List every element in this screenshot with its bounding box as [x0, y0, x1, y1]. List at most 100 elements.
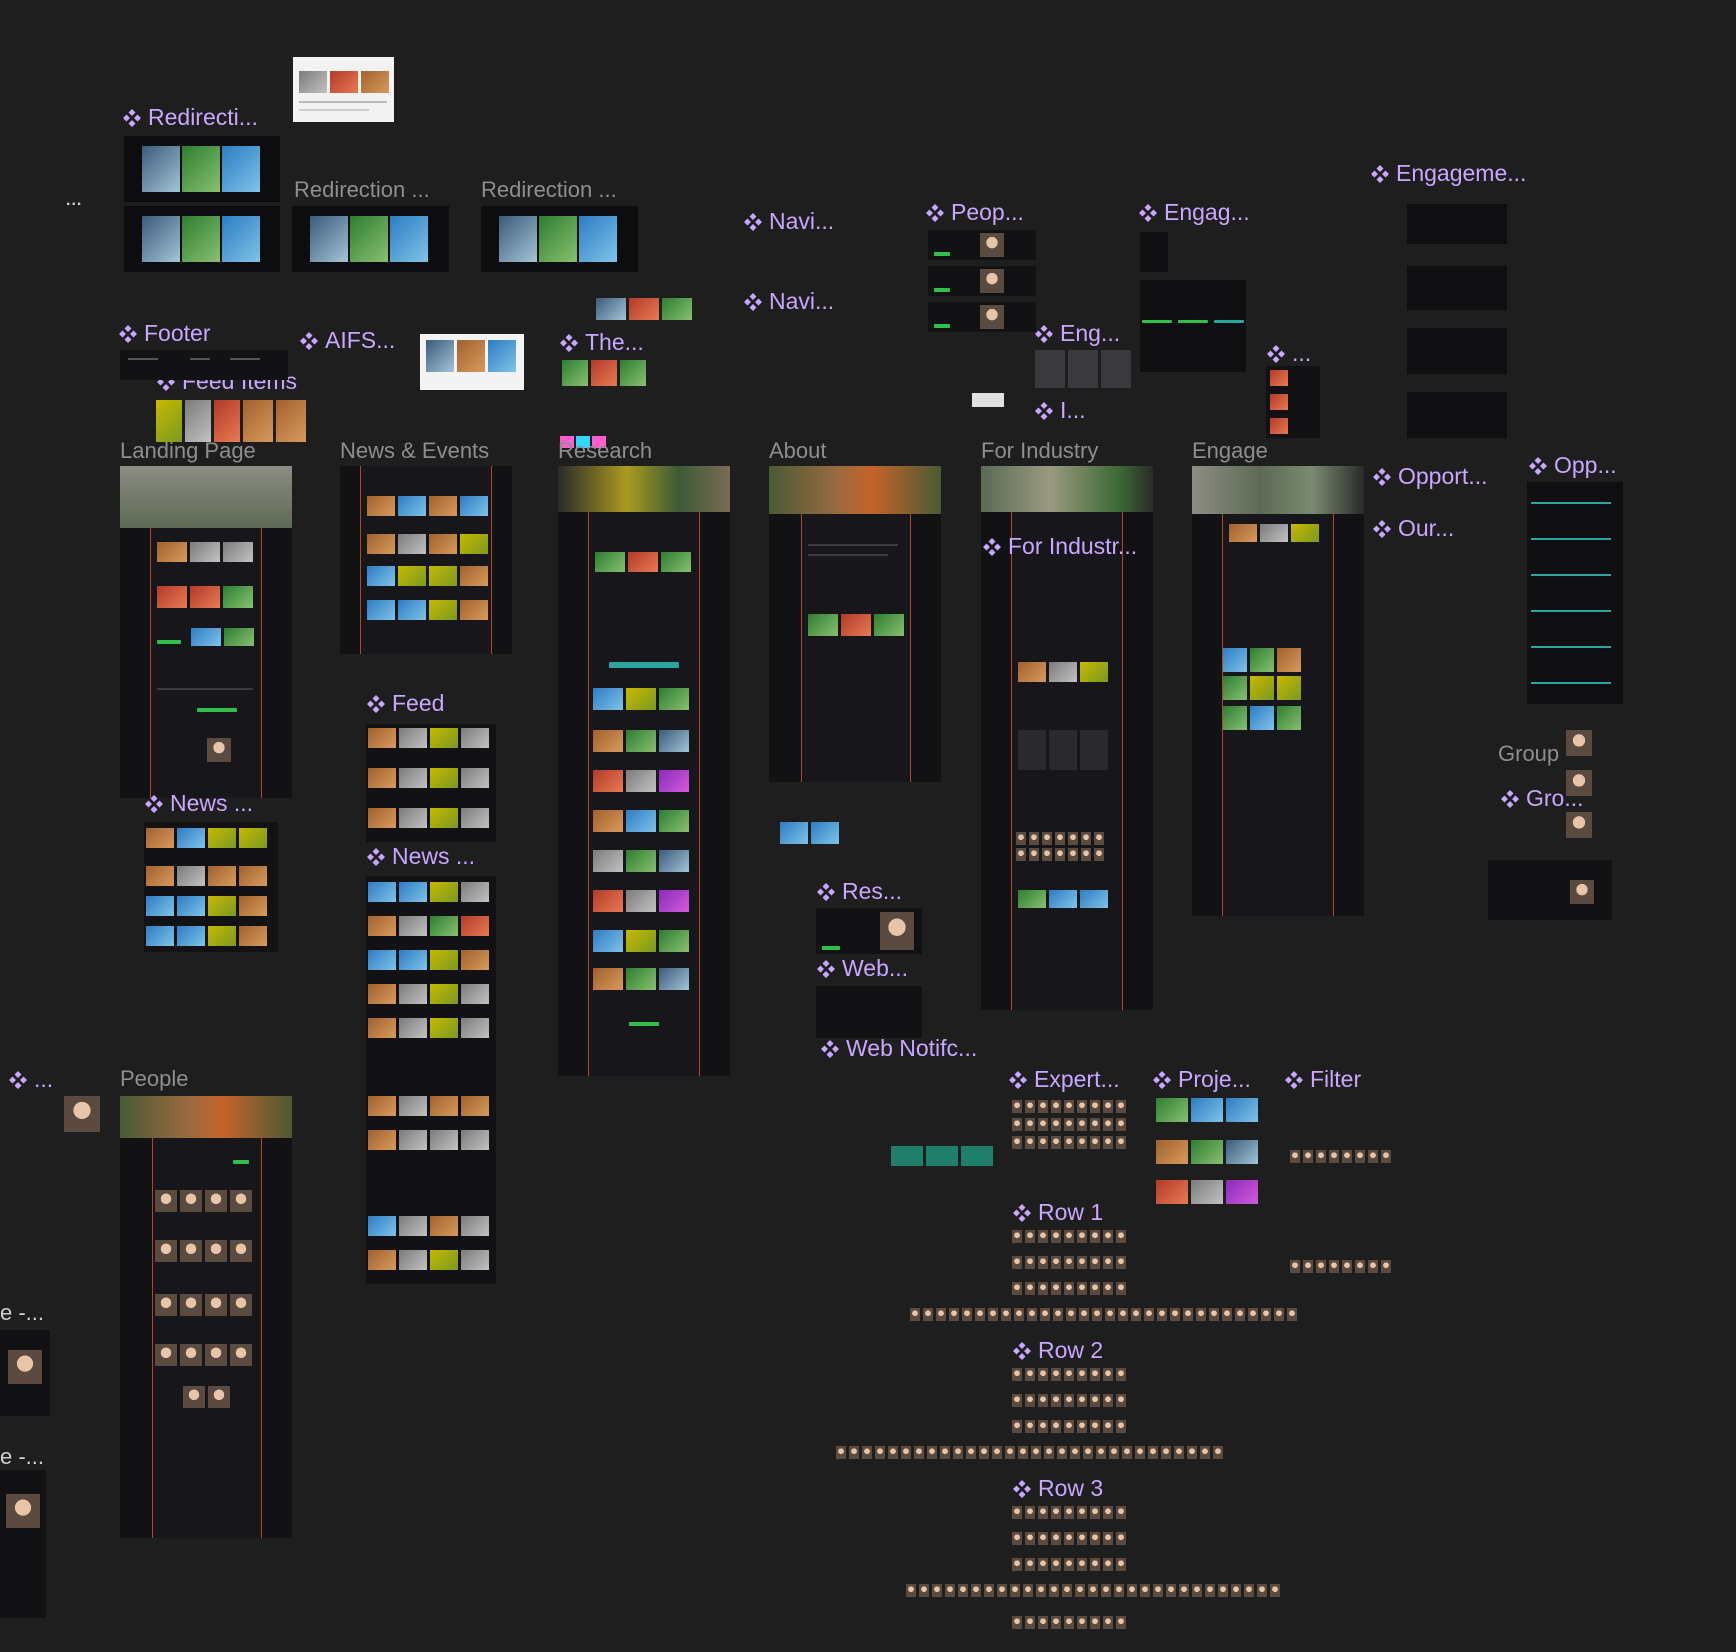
the-thumbs[interactable] [562, 360, 646, 386]
component-label-for-industr[interactable]: For Industr... [982, 533, 1137, 560]
engag-card-a[interactable] [1140, 232, 1168, 272]
component-label-opp[interactable]: Opp... [1528, 452, 1617, 479]
frame-label-about[interactable]: About [769, 438, 827, 463]
component-label-the[interactable]: The... [559, 329, 644, 356]
news-component-short[interactable] [144, 822, 278, 952]
component-label-news-1[interactable]: News ... [144, 790, 253, 817]
edge-card-2[interactable] [0, 1470, 46, 1618]
frame-label-research[interactable]: Research [558, 438, 653, 463]
news-component-long[interactable] [366, 876, 496, 1284]
component-label-opport[interactable]: Opport... [1372, 463, 1487, 490]
frame-label-redirection-2[interactable]: Redirection ... [481, 177, 617, 202]
frame-research[interactable] [558, 466, 730, 1076]
frame-label-engage[interactable]: Engage [1192, 438, 1268, 463]
people-card-2[interactable] [928, 266, 1036, 296]
engageme-grid-4[interactable] [1407, 392, 1507, 438]
color-swatches[interactable] [560, 436, 620, 448]
web-card[interactable] [816, 986, 922, 1038]
component-icon [816, 959, 836, 979]
frame-label-edge-1[interactable]: e -... [0, 1300, 45, 1325]
component-label-web-notifc[interactable]: Web Notifc... [820, 1035, 977, 1062]
component-label-redirecti[interactable]: Redirecti... [122, 104, 258, 131]
engage-small-stack[interactable] [1266, 366, 1320, 438]
row-1-faces-long [910, 1308, 1297, 1321]
engag-level-grid[interactable] [1140, 280, 1246, 372]
edge-avatar-1 [64, 1096, 100, 1132]
component-icon [1012, 1341, 1032, 1361]
people-card-1[interactable] [928, 230, 1036, 260]
component-label-navi-2[interactable]: Navi... [743, 288, 834, 315]
component-label-ellipsis[interactable]: ... [1266, 340, 1311, 367]
aifs-card[interactable] [420, 334, 524, 390]
res-card[interactable] [816, 908, 922, 954]
frame-label-redirection-1[interactable]: Redirection ... [294, 177, 430, 202]
filter-faces-2 [1290, 1260, 1391, 1273]
preview-card-light[interactable] [293, 57, 394, 122]
component-label-row-2[interactable]: Row 2 [1012, 1337, 1103, 1364]
frame-landing-page[interactable] [120, 466, 292, 798]
component-label-engageme[interactable]: Engageme... [1370, 160, 1526, 187]
footer-preview[interactable] [120, 350, 288, 380]
frame-label-for-industry[interactable]: For Industry [981, 438, 1099, 463]
frame-news-events[interactable] [340, 466, 512, 654]
component-icon [1012, 1479, 1032, 1499]
proje-thumbs-3[interactable] [1156, 1180, 1258, 1204]
component-label-filter[interactable]: Filter [1284, 1066, 1361, 1093]
frame-engage[interactable] [1192, 466, 1364, 916]
component-label-our[interactable]: Our... [1372, 515, 1454, 542]
component-label-row-3[interactable]: Row 3 [1012, 1475, 1103, 1502]
component-label-i[interactable]: I... [1034, 397, 1086, 424]
opp-list[interactable] [1527, 482, 1623, 704]
frame-about[interactable] [769, 466, 941, 782]
frame-label-landing-page[interactable]: Landing Page [120, 438, 256, 463]
eng-cards[interactable] [1035, 350, 1131, 388]
component-label-expert[interactable]: Expert... [1008, 1066, 1120, 1093]
engageme-grid-2[interactable] [1407, 266, 1507, 310]
frame-for-industry[interactable] [981, 466, 1153, 1010]
redirect-thumb-3[interactable] [292, 206, 449, 272]
component-label-res[interactable]: Res... [816, 878, 902, 905]
row-1-faces-a [1012, 1230, 1126, 1243]
frame-label-people[interactable]: People [120, 1066, 189, 1091]
component-label-footer[interactable]: Footer [118, 320, 210, 347]
component-label-web[interactable]: Web... [816, 955, 908, 982]
proje-thumbs-2[interactable] [1156, 1140, 1258, 1164]
feed-component[interactable] [366, 724, 496, 842]
redirect-thumb-4[interactable] [481, 206, 638, 272]
component-label-engag[interactable]: Engag... [1138, 199, 1250, 226]
frame-label-group[interactable]: Group [1498, 741, 1560, 766]
group-avatar-3 [1566, 812, 1592, 838]
component-label-row-1[interactable]: Row 1 [1012, 1199, 1103, 1226]
engageme-grid-3[interactable] [1407, 328, 1507, 374]
component-label-aifs[interactable]: AIFS... [299, 327, 395, 354]
feed-items-thumbs[interactable] [156, 400, 306, 442]
frame-label-news-events[interactable]: News & Events [340, 438, 490, 463]
frame-people[interactable] [120, 1096, 292, 1538]
component-label-feed[interactable]: Feed [366, 690, 444, 717]
edge-card-1[interactable] [0, 1330, 50, 1416]
people-card-3[interactable] [928, 302, 1036, 332]
component-icon [820, 1039, 840, 1059]
component-label-navi-1[interactable]: Navi... [743, 208, 834, 235]
expert-faces-row-2 [1012, 1118, 1126, 1131]
the-thumbs-top[interactable] [596, 298, 692, 320]
component-label-proje[interactable]: Proje... [1152, 1066, 1251, 1093]
component-label-news-2[interactable]: News ... [366, 843, 475, 870]
group-card[interactable] [1488, 860, 1612, 920]
frame-label-edge-2[interactable]: e -... [0, 1444, 45, 1469]
component-icon [1372, 519, 1392, 539]
component-label-peop[interactable]: Peop... [925, 199, 1024, 226]
teal-tiles[interactable] [891, 1146, 993, 1166]
redirect-thumb-2[interactable] [124, 206, 280, 272]
more-dots-icon[interactable]: ... [66, 192, 83, 209]
row-3-faces-long [906, 1584, 1280, 1597]
component-label-edge[interactable]: ... [8, 1066, 53, 1093]
res-thumbs[interactable] [780, 822, 839, 844]
white-chip[interactable] [972, 393, 1004, 407]
component-label-eng[interactable]: Eng... [1034, 320, 1120, 347]
proje-thumbs[interactable] [1156, 1098, 1258, 1122]
component-icon [1138, 203, 1158, 223]
engageme-grid-1[interactable] [1407, 204, 1507, 244]
redirect-thumb-1[interactable] [124, 136, 280, 202]
